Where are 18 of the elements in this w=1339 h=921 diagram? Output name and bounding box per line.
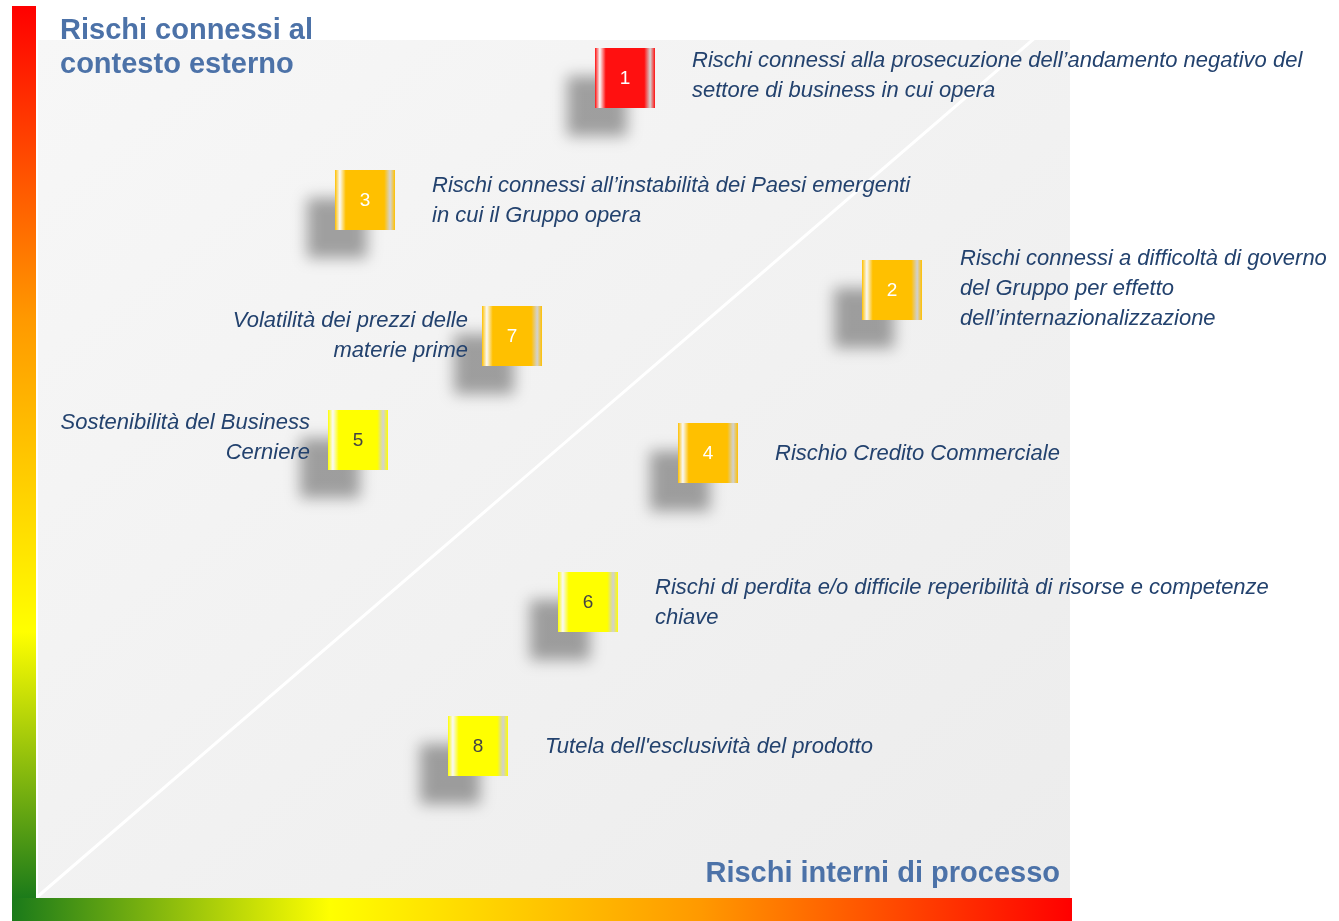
risk-description: Rischi connessi a difficoltà di governo del Gruppo per effetto dell’internazionalizzazione [960, 244, 1328, 332]
axis-title: Rischi interni di processo [704, 855, 1060, 889]
risk-number-square: 7 [482, 306, 542, 366]
risk-number-square: 5 [328, 410, 388, 470]
risk-description: Sostenibilità del Business Cerniere [60, 408, 310, 466]
risk-number-square: 4 [678, 423, 738, 483]
risk-description: Rischi di perdita e/o difficile reperibilità di risorse e competenze chiave [655, 573, 1270, 631]
risk-description: Volatilità dei prezzi delle materie prime [231, 306, 468, 364]
risk-description: Rischi connessi all’instabilità dei Paesi emergenti in cui il Gruppo opera [432, 171, 912, 229]
risk-number-square: 3 [335, 170, 395, 230]
risk-description: Rischi connessi alla prosecuzione dell’andamento negativo del settore di business in cui opera [692, 46, 1304, 104]
risk-number-square: 6 [558, 572, 618, 632]
risk-number-square: 2 [862, 260, 922, 320]
risk-description: Tutela dell'esclusività del prodotto [545, 732, 874, 760]
risk-description: Rischio Credito Commerciale [775, 439, 1061, 467]
risk-number-square: 8 [448, 716, 508, 776]
risk-number-square: 1 [595, 48, 655, 108]
axis-title: Rischi connessi al contesto esterno [60, 12, 315, 80]
